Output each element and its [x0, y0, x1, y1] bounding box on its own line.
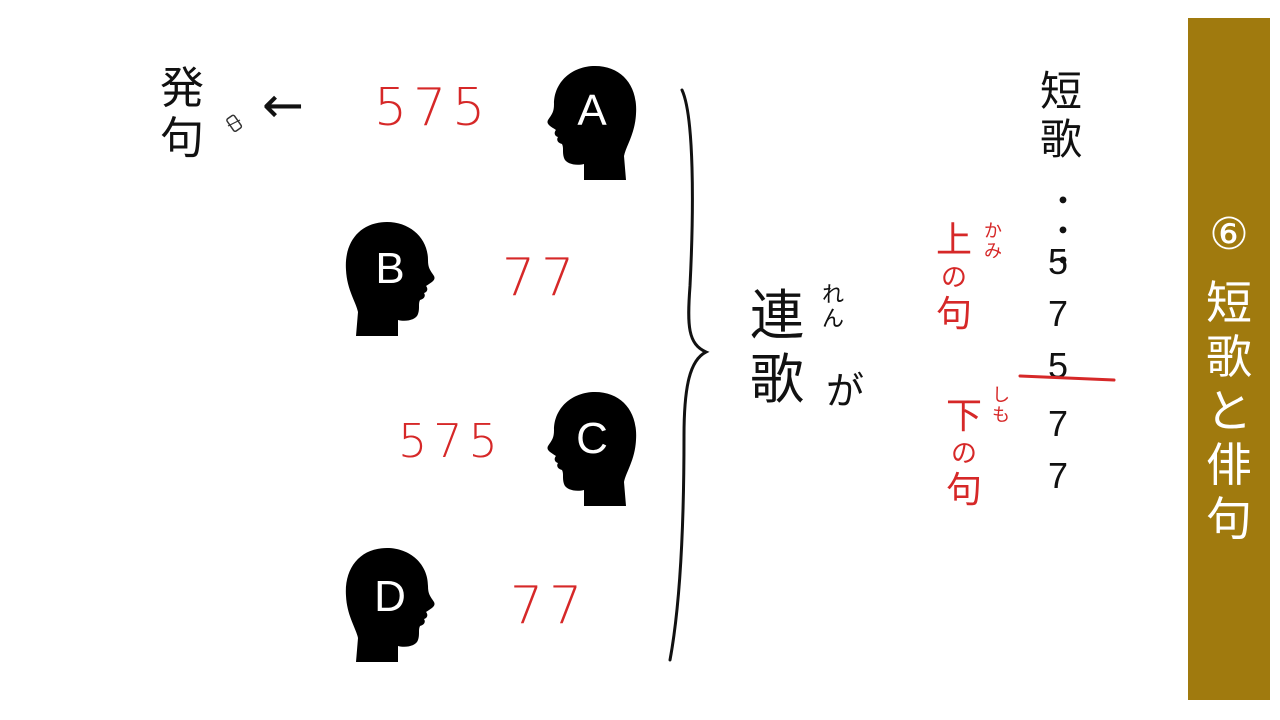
verse-a: 575	[374, 78, 492, 138]
side-banner: ⑥ 短 歌 と 俳 句	[1188, 18, 1270, 700]
shimo-char: 下	[946, 396, 983, 437]
hokku-char: 発	[160, 63, 204, 114]
shimo-ruby: し も	[992, 386, 1010, 426]
hokku-char: 句	[160, 113, 204, 164]
shimo-char: 句	[946, 470, 983, 511]
tanka-label: 短 歌	[1040, 68, 1082, 164]
renga-label: 連 歌	[750, 284, 804, 412]
head-silhouette-a	[547, 66, 637, 180]
kami-char: 上	[936, 220, 973, 261]
tanka-syllables: 5 7 5 7 7	[1048, 236, 1068, 502]
left-arrow-icon: ←	[262, 76, 304, 134]
renga-particle: が	[826, 369, 865, 413]
person-label-c: C	[576, 414, 608, 463]
banner-number: ⑥	[1209, 209, 1249, 260]
head-silhouette-d	[345, 548, 435, 662]
syllable-count: 5	[1048, 241, 1069, 282]
syllable-count: 5	[1048, 345, 1069, 386]
renga-ruby-char: れ	[822, 283, 845, 308]
person-label-b: B	[375, 244, 405, 293]
tanka-colon: ・・・	[1042, 184, 1080, 274]
banner-title-char: 短	[1206, 276, 1252, 330]
kami-ruby-char: か	[984, 221, 1002, 242]
verse-c: 575	[398, 414, 504, 468]
syllable-count: 7	[1048, 293, 1069, 334]
banner-title-char: 俳	[1206, 438, 1252, 492]
kami-ruby-char: み	[984, 241, 1002, 262]
banner-title-char: 句	[1206, 492, 1252, 546]
divider-line	[1018, 374, 1116, 382]
shimo-ruby-char: も	[992, 405, 1010, 426]
person-label-a: A	[577, 86, 607, 135]
renga-char: 歌	[750, 348, 804, 411]
verse-b: 77	[502, 248, 581, 308]
person-label-d: D	[374, 572, 406, 621]
banner-title-char: と	[1206, 384, 1252, 438]
tanka-char: 歌	[1040, 115, 1083, 164]
kami-ruby: か み	[984, 222, 1002, 262]
hokku-label: 発 句	[160, 64, 204, 164]
head-silhouette-b	[345, 222, 435, 336]
renga-char: 連	[750, 284, 804, 347]
renga-ruby-char: ん	[822, 307, 845, 332]
kami-no-ku-label: 上 の 句	[936, 220, 972, 336]
syllable-count: 7	[1048, 403, 1069, 444]
shimo-ruby-char: し	[992, 385, 1010, 406]
kami-char: の	[941, 263, 968, 293]
banner-title-char: 歌	[1206, 330, 1252, 384]
shimo-no-ku-label: 下 の 句	[946, 396, 982, 512]
head-silhouette-c	[547, 392, 637, 506]
renga-ruby: れ ん	[822, 284, 844, 332]
shimo-char: の	[951, 439, 978, 469]
syllable-count: 7	[1048, 455, 1069, 496]
verse-d: 77	[510, 576, 589, 636]
cursor-icon	[226, 114, 243, 132]
banner-title: ⑥ 短 歌 と 俳 句	[1188, 18, 1270, 700]
kami-char: 句	[936, 294, 973, 335]
tanka-char: 短	[1040, 67, 1083, 116]
curly-brace	[668, 88, 710, 662]
